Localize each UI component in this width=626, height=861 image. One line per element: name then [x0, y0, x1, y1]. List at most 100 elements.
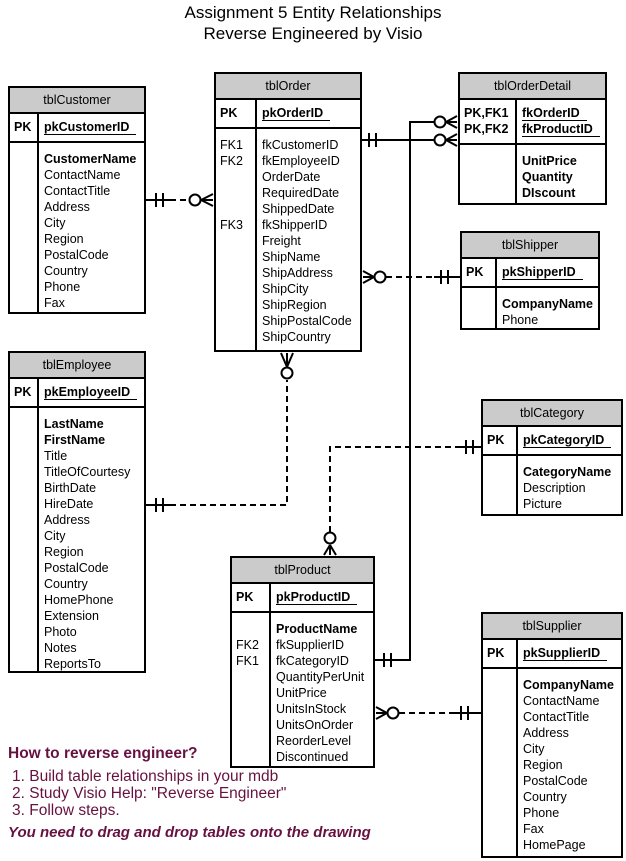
- key-designation: [216, 169, 255, 185]
- key-designation: [483, 480, 516, 496]
- field-name: Photo: [44, 625, 77, 639]
- field-name: City: [523, 742, 545, 756]
- key-designation: [216, 329, 255, 345]
- entity-title: tblOrderDetail: [460, 74, 605, 100]
- field-row: Picture: [483, 496, 621, 512]
- key-designation: FK1: [220, 138, 243, 152]
- field-row: BirthDate: [10, 480, 144, 496]
- field-name: Notes: [44, 641, 77, 655]
- notes-step-3: 3. Follow steps.: [12, 802, 120, 819]
- field-row: Description: [483, 480, 621, 496]
- field-name: DIscount: [522, 186, 576, 200]
- field-row: Region: [483, 757, 621, 773]
- field-name: Picture: [523, 497, 562, 511]
- field-name: Title: [44, 449, 68, 463]
- field-row: Country: [483, 789, 621, 805]
- relationship-employee-order: [146, 352, 294, 512]
- notes-heading: How to reverse engineer?: [8, 745, 198, 762]
- key-designation: [483, 496, 516, 512]
- field-name: fkEmployeeID: [262, 154, 340, 168]
- field-row: Freight: [216, 233, 360, 249]
- field-name: TitleOfCourtesy: [44, 465, 131, 479]
- relationship-shipper-order: [362, 270, 460, 284]
- field-row: UnitPrice: [232, 685, 373, 701]
- key-designation: [232, 669, 269, 685]
- relationship-supplier-product: [375, 706, 481, 720]
- field-row: RequiredDate: [216, 185, 360, 201]
- key-designation: [10, 416, 37, 432]
- key-designation: [10, 279, 37, 295]
- field-row: Region: [10, 544, 144, 560]
- key-designation: [10, 496, 37, 512]
- key-designation: [216, 185, 255, 201]
- field-row: FK1 fkCategoryID: [232, 653, 373, 669]
- field-name: ReorderLevel: [276, 734, 352, 748]
- field-name: LastName: [44, 417, 104, 431]
- key-designation: [10, 247, 37, 263]
- key-designation: PK: [487, 433, 505, 447]
- field-name: ContactName: [523, 694, 600, 708]
- relationship-customer-order: [146, 193, 214, 207]
- field-row: CompanyName: [483, 677, 621, 693]
- field-row: Address: [483, 725, 621, 741]
- field-row: ShipAddress: [216, 265, 360, 281]
- key-designation: [216, 201, 255, 217]
- field-name: QuantityPerUnit: [276, 670, 365, 684]
- field-row: Discontinued: [232, 749, 373, 765]
- key-designation: [483, 725, 516, 741]
- entity-title: tblSupplier: [483, 614, 621, 640]
- key-designation: FK3: [220, 218, 243, 232]
- zero-or-many-icon: [433, 115, 458, 129]
- field-name: Country: [44, 577, 88, 591]
- field-row: Country: [10, 576, 144, 592]
- field-name: ContactName: [44, 168, 121, 182]
- entity-title: tblOrder: [216, 74, 360, 100]
- key-designation: [10, 480, 37, 496]
- key-designation: [10, 512, 37, 528]
- key-designation: PK,FK1: [464, 106, 509, 120]
- key-designation: [216, 233, 255, 249]
- field-name: fkCategoryID: [276, 654, 349, 668]
- key-designation: [10, 528, 37, 544]
- field-name: CompanyName: [523, 678, 614, 692]
- key-designation: [483, 693, 516, 709]
- primary-key-name: fkOrderID: [515, 105, 605, 121]
- zero-or-many-icon: [433, 133, 458, 147]
- field-row: UnitsOnOrder: [232, 717, 373, 733]
- field-name: ShipCountry: [262, 330, 331, 344]
- field-name: Extension: [44, 609, 99, 623]
- field-name: PostalCode: [44, 248, 109, 262]
- field-name: ShipPostalCode: [262, 314, 352, 328]
- field-name: Freight: [262, 234, 301, 248]
- field-row: Notes: [10, 640, 144, 656]
- key-designation: [483, 773, 516, 789]
- key-designation: [216, 265, 255, 281]
- field-name: ShipAddress: [262, 266, 333, 280]
- key-designation: PK,FK2: [464, 122, 509, 136]
- zero-or-many-icon: [362, 270, 387, 284]
- field-row: FirstName: [10, 432, 144, 448]
- key-designation: [10, 544, 37, 560]
- diagram-title: Assignment 5 Entity Relationships Revers…: [0, 2, 626, 44]
- key-designation: [10, 295, 37, 311]
- notes-step-1: 1. Build table relationships in your mdb: [12, 768, 279, 785]
- field-name: UnitPrice: [522, 154, 577, 168]
- field-row: ShipCountry: [216, 329, 360, 345]
- key-designation: [460, 185, 515, 201]
- field-row: Country: [10, 263, 144, 279]
- field-name: RequiredDate: [262, 186, 340, 200]
- field-row: Fax: [483, 821, 621, 837]
- key-designation: [232, 701, 269, 717]
- notes-block: How to reverse engineer? 1. Build table …: [8, 744, 371, 842]
- key-designation: FK1: [236, 654, 259, 668]
- primary-key-name: pkEmployeeID: [37, 384, 144, 400]
- key-column-divider: [37, 114, 39, 312]
- key-designation: [232, 621, 269, 637]
- field-row: QuantityPerUnit: [232, 669, 373, 685]
